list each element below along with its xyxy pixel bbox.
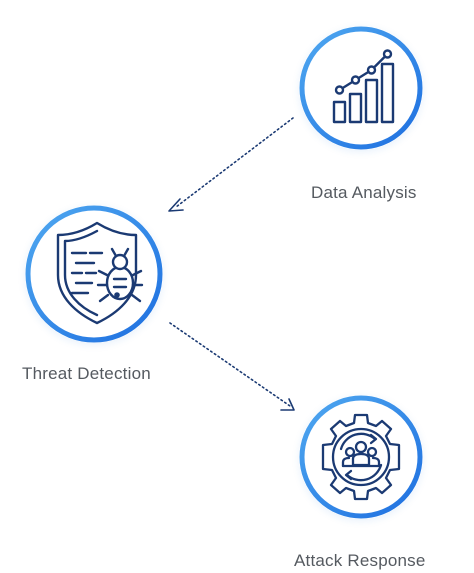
bar-chart-trend-icon bbox=[332, 49, 395, 124]
node-label-data-analysis: Data Analysis bbox=[311, 183, 417, 202]
node-threat-detection bbox=[25, 205, 163, 343]
gear-team-cycle-icon bbox=[321, 413, 401, 501]
node-data-analysis bbox=[299, 26, 423, 150]
node-attack-response bbox=[299, 395, 423, 519]
node-ring-outline bbox=[299, 395, 423, 519]
connector-data-analysis-to-threat-detection bbox=[168, 117, 294, 212]
node-label-threat-detection: Threat Detection bbox=[22, 364, 151, 383]
connector-threat-detection-to-attack-response bbox=[169, 322, 295, 411]
node-ring-outline bbox=[299, 26, 423, 150]
node-label-attack-response: Attack Response bbox=[294, 551, 426, 570]
arrowhead-icon bbox=[280, 398, 295, 411]
arrowhead-icon bbox=[168, 198, 184, 212]
shield-bug-icon bbox=[56, 221, 144, 325]
node-ring-outline bbox=[25, 205, 163, 343]
